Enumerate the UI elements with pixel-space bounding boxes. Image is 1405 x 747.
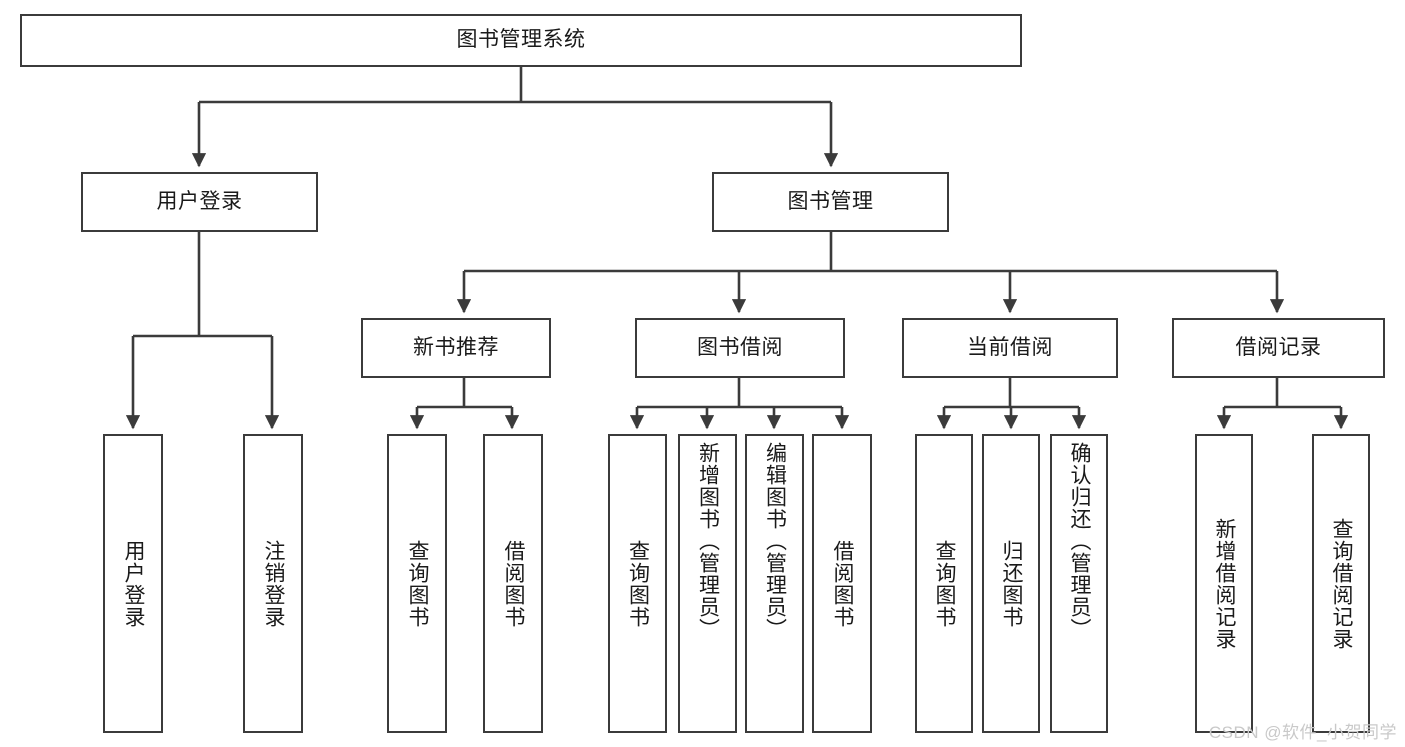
- node-leaf-borrow-book-1-label: 借阅图书: [502, 539, 526, 628]
- node-leaf-logout-login-label: 注销登录: [262, 539, 286, 628]
- node-leaf-user-login[interactable]: 用户登录: [103, 434, 163, 733]
- node-root[interactable]: 图书管理系统: [20, 14, 1022, 67]
- node-book-borrow-label: 图书借阅: [697, 335, 783, 359]
- node-current-borrow[interactable]: 当前借阅: [902, 318, 1118, 378]
- node-borrow-record[interactable]: 借阅记录: [1172, 318, 1385, 378]
- node-leaf-add-book-admin-label: 新增图书（管理员）: [696, 442, 720, 640]
- node-leaf-query-borrow-record[interactable]: 查询借阅记录: [1312, 434, 1370, 733]
- node-leaf-logout-login[interactable]: 注销登录: [243, 434, 303, 733]
- node-leaf-confirm-return-admin-label: 确认归还（管理员）: [1068, 442, 1092, 640]
- node-leaf-add-borrow-record-label: 新增借阅记录: [1213, 517, 1237, 650]
- node-leaf-query-book-2[interactable]: 查询图书: [608, 434, 667, 733]
- node-leaf-borrow-book-1[interactable]: 借阅图书: [483, 434, 543, 733]
- node-leaf-add-borrow-record[interactable]: 新增借阅记录: [1195, 434, 1253, 733]
- node-leaf-edit-book-admin[interactable]: 编辑图书（管理员）: [745, 434, 804, 733]
- node-leaf-edit-book-admin-label: 编辑图书（管理员）: [763, 442, 787, 640]
- node-root-label: 图书管理系统: [456, 28, 586, 52]
- node-leaf-add-book-admin[interactable]: 新增图书（管理员）: [678, 434, 737, 733]
- node-book-borrow[interactable]: 图书借阅: [635, 318, 845, 378]
- node-leaf-query-book-1[interactable]: 查询图书: [387, 434, 447, 733]
- node-book-management[interactable]: 图书管理: [712, 172, 949, 232]
- node-user-login-label: 用户登录: [156, 189, 243, 213]
- node-new-book-recommend-label: 新书推荐: [413, 335, 499, 359]
- node-leaf-query-book-2-label: 查询图书: [626, 539, 650, 628]
- node-user-login[interactable]: 用户登录: [81, 172, 318, 232]
- node-book-management-label: 图书管理: [787, 189, 874, 213]
- node-leaf-query-book-3-label: 查询图书: [933, 539, 957, 628]
- node-leaf-return-book-label: 归还图书: [1000, 539, 1024, 628]
- node-leaf-query-book-3[interactable]: 查询图书: [915, 434, 973, 733]
- node-leaf-confirm-return-admin[interactable]: 确认归还（管理员）: [1050, 434, 1108, 733]
- node-leaf-borrow-book-2[interactable]: 借阅图书: [812, 434, 872, 733]
- node-leaf-query-borrow-record-label: 查询借阅记录: [1330, 517, 1354, 650]
- node-leaf-query-book-1-label: 查询图书: [406, 539, 430, 628]
- node-leaf-user-login-label: 用户登录: [122, 539, 146, 628]
- node-leaf-borrow-book-2-label: 借阅图书: [831, 539, 855, 628]
- node-new-book-recommend[interactable]: 新书推荐: [361, 318, 551, 378]
- node-current-borrow-label: 当前借阅: [967, 335, 1053, 359]
- node-borrow-record-label: 借阅记录: [1235, 335, 1322, 359]
- node-leaf-return-book[interactable]: 归还图书: [982, 434, 1040, 733]
